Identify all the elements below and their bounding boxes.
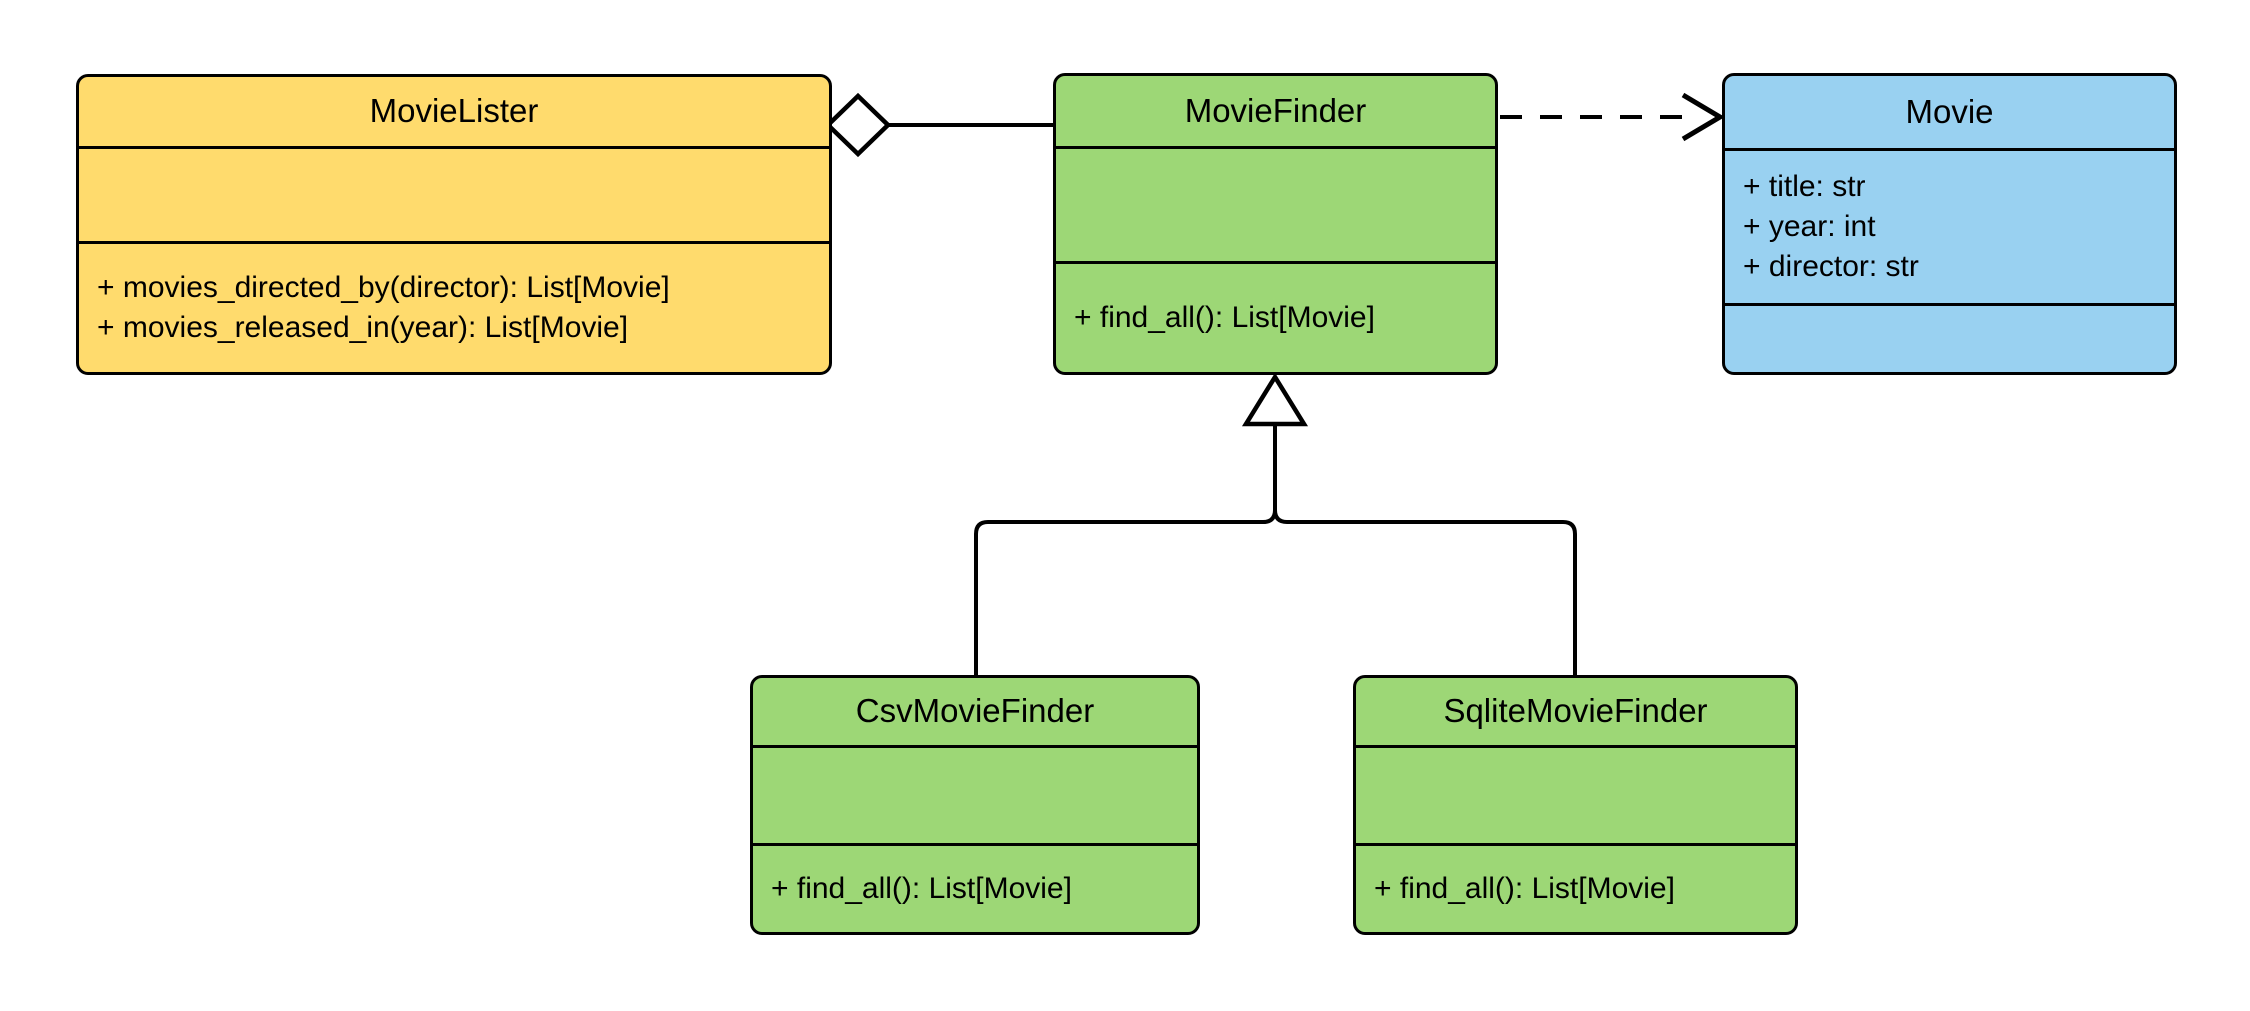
methods-compartment: + movies_directed_by(director): List[Mov… (79, 241, 829, 372)
dependency-arrowhead-icon (1681, 92, 1725, 142)
methods-compartment: + find_all(): List[Movie] (1056, 261, 1495, 372)
class-title: Movie (1725, 76, 2174, 148)
class-box-csvmoviefinder: CsvMovieFinder + find_all(): List[Movie] (750, 675, 1200, 935)
inheritance-triangle-icon (1241, 372, 1309, 427)
attribute-row: + title: str (1743, 170, 1866, 203)
method-row: + find_all(): List[Movie] (1374, 872, 1675, 905)
attributes-compartment (1356, 745, 1795, 843)
class-title: CsvMovieFinder (753, 678, 1197, 745)
inheritance-connector (974, 372, 1577, 676)
class-box-movie: Movie + title: str + year: int + directo… (1722, 73, 2177, 375)
method-row: + find_all(): List[Movie] (1074, 301, 1375, 334)
methods-compartment: + find_all(): List[Movie] (753, 843, 1197, 932)
attribute-row: + year: int (1743, 210, 1876, 243)
methods-compartment (1725, 303, 2174, 372)
aggregation-connector (824, 92, 1056, 158)
attributes-compartment (753, 745, 1197, 843)
attribute-row: + director: str (1743, 250, 1919, 283)
class-title: SqliteMovieFinder (1356, 678, 1795, 745)
class-title: MovieFinder (1056, 76, 1495, 146)
class-name-label: SqliteMovieFinder (1443, 692, 1708, 730)
attributes-compartment: + title: str + year: int + director: str (1725, 148, 2174, 303)
class-box-sqlitemoviefinder: SqliteMovieFinder + find_all(): List[Mov… (1353, 675, 1798, 935)
class-name-label: MovieFinder (1184, 91, 1367, 129)
class-title: MovieLister (79, 77, 829, 146)
attributes-compartment (1056, 146, 1495, 261)
class-name-label: MovieLister (369, 92, 539, 130)
class-name-label: Movie (1905, 92, 1994, 130)
method-row: + movies_directed_by(director): List[Mov… (97, 271, 670, 304)
attributes-compartment (79, 146, 829, 241)
class-box-movielister: MovieLister + movies_directed_by(directo… (76, 74, 832, 375)
class-name-label: CsvMovieFinder (855, 692, 1095, 730)
method-row: + find_all(): List[Movie] (771, 872, 1072, 905)
class-box-moviefinder: MovieFinder + find_all(): List[Movie] (1053, 73, 1498, 375)
aggregation-diamond-icon (824, 92, 892, 158)
methods-compartment: + find_all(): List[Movie] (1356, 843, 1795, 932)
method-row: + movies_released_in(year): List[Movie] (97, 311, 629, 344)
dependency-connector (1500, 92, 1725, 142)
